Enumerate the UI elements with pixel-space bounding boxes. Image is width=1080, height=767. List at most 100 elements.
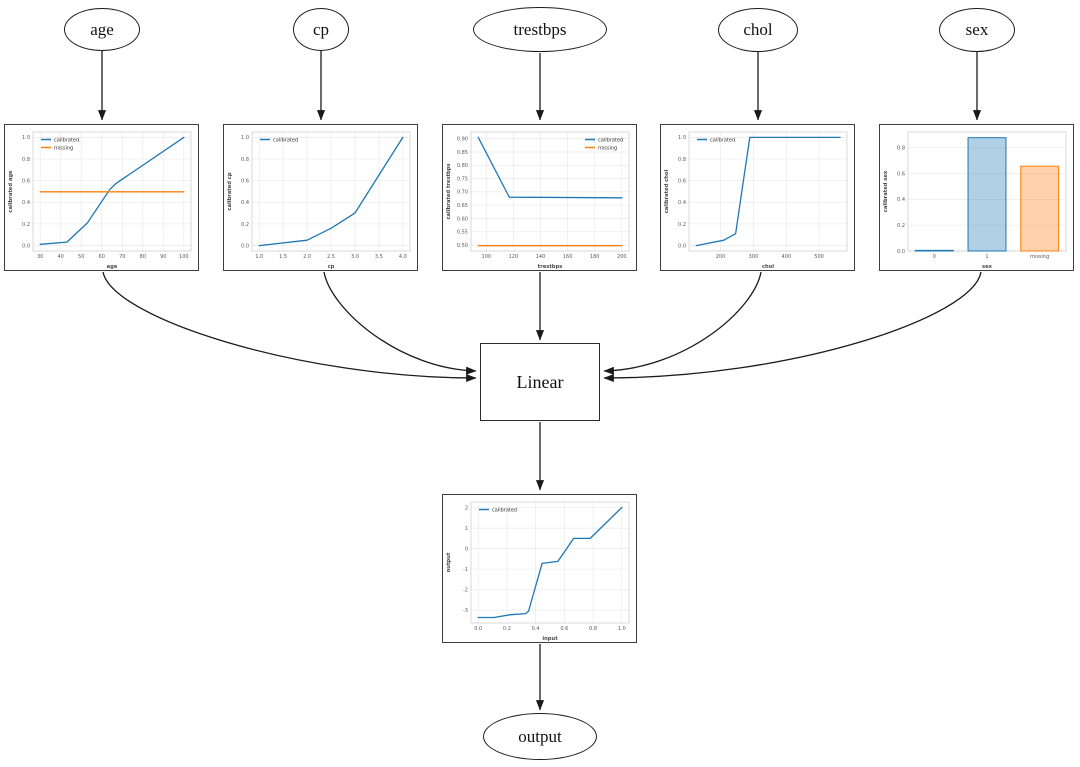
svg-text:0.55: 0.55	[457, 230, 468, 236]
svg-text:0.75: 0.75	[457, 176, 468, 182]
svg-text:180: 180	[590, 254, 600, 260]
svg-text:age: age	[107, 264, 118, 270]
svg-text:-2: -2	[463, 588, 468, 594]
node-sex: sex	[939, 8, 1015, 52]
svg-text:0.2: 0.2	[678, 222, 686, 228]
svg-text:1.0: 1.0	[255, 254, 263, 260]
svg-text:0.8: 0.8	[22, 157, 30, 163]
svg-text:0.70: 0.70	[457, 190, 468, 196]
svg-text:50: 50	[78, 254, 84, 260]
svg-text:3.0: 3.0	[351, 254, 359, 260]
svg-text:200: 200	[617, 254, 627, 260]
svg-text:2.5: 2.5	[327, 254, 335, 260]
svg-text:70: 70	[119, 254, 125, 260]
svg-text:missing: missing	[598, 145, 617, 151]
svg-text:4.0: 4.0	[399, 254, 407, 260]
node-output: output	[483, 713, 597, 760]
svg-text:0: 0	[933, 254, 936, 260]
svg-text:100: 100	[179, 254, 189, 260]
svg-text:0.2: 0.2	[22, 222, 30, 228]
svg-text:160: 160	[563, 254, 573, 260]
svg-text:100: 100	[482, 254, 492, 260]
svg-text:0.0: 0.0	[897, 249, 905, 255]
svg-text:300: 300	[749, 254, 759, 260]
svg-text:0: 0	[465, 546, 468, 552]
svg-text:1.0: 1.0	[618, 626, 626, 632]
svg-text:0.85: 0.85	[457, 150, 468, 156]
node-linear: Linear	[480, 343, 600, 421]
svg-text:80: 80	[140, 254, 146, 260]
svg-text:400: 400	[781, 254, 791, 260]
svg-text:0.90: 0.90	[457, 136, 468, 142]
svg-text:2: 2	[465, 505, 468, 511]
node-sex-label: sex	[965, 20, 989, 39]
svg-text:0.4: 0.4	[897, 197, 905, 203]
svg-text:0.2: 0.2	[897, 223, 905, 229]
svg-text:0.50: 0.50	[457, 243, 468, 249]
svg-text:120: 120	[509, 254, 519, 260]
svg-text:0.6: 0.6	[678, 178, 686, 184]
svg-text:0.6: 0.6	[560, 626, 568, 632]
svg-text:0.6: 0.6	[241, 178, 249, 184]
svg-text:calibrated: calibrated	[54, 137, 79, 143]
svg-text:-3: -3	[463, 608, 468, 614]
node-output-label: output	[518, 726, 562, 746]
node-age-label: age	[90, 19, 114, 39]
svg-text:0.2: 0.2	[503, 626, 511, 632]
svg-text:calibrated chol: calibrated chol	[664, 170, 670, 214]
svg-text:0.4: 0.4	[532, 626, 540, 632]
trestbps-calibrator-plot: 0.50 0.55 0.60 0.65 0.70 0.75 0.80 0.85 0.90 100 1…	[442, 124, 637, 271]
svg-text:calibrated: calibrated	[598, 137, 623, 143]
svg-text:sex: sex	[982, 264, 993, 270]
svg-text:0.4: 0.4	[22, 200, 30, 206]
svg-text:0.6: 0.6	[22, 178, 30, 184]
node-cp: cp	[293, 8, 349, 51]
svg-text:calibrated: calibrated	[273, 137, 298, 143]
node-linear-label: Linear	[516, 371, 564, 392]
svg-text:0.4: 0.4	[678, 200, 686, 206]
svg-text:0.65: 0.65	[457, 203, 468, 209]
svg-text:40: 40	[58, 254, 64, 260]
svg-text:0.4: 0.4	[241, 200, 249, 206]
svg-text:trestbps: trestbps	[538, 264, 563, 270]
svg-text:3.5: 3.5	[375, 254, 383, 260]
svg-text:60: 60	[99, 254, 105, 260]
svg-text:1.5: 1.5	[279, 254, 287, 260]
svg-text:0.8: 0.8	[678, 157, 686, 163]
svg-text:-1: -1	[463, 567, 468, 573]
svg-text:2.0: 2.0	[303, 254, 311, 260]
svg-text:calibrated trestbps: calibrated trestbps	[446, 163, 452, 219]
svg-text:0.6: 0.6	[897, 171, 905, 177]
svg-text:140: 140	[536, 254, 546, 260]
svg-text:0.2: 0.2	[241, 222, 249, 228]
svg-text:input: input	[542, 636, 558, 642]
node-age: age	[64, 8, 140, 51]
svg-text:0.60: 0.60	[457, 216, 468, 222]
svg-text:missing: missing	[54, 145, 73, 151]
svg-text:0.0: 0.0	[678, 243, 686, 249]
svg-text:1.0: 1.0	[22, 135, 30, 141]
svg-text:cp: cp	[328, 264, 335, 270]
svg-text:calibrated sex: calibrated sex	[883, 170, 889, 212]
svg-text:calibrated cp: calibrated cp	[227, 172, 233, 210]
svg-text:0.80: 0.80	[457, 163, 468, 169]
svg-text:500: 500	[814, 254, 824, 260]
svg-text:chol: chol	[762, 264, 774, 270]
svg-text:0.8: 0.8	[897, 146, 905, 152]
svg-text:0.8: 0.8	[241, 157, 249, 163]
svg-text:90: 90	[160, 254, 166, 260]
node-cp-label: cp	[312, 19, 330, 39]
node-trestbps-label: trestbps	[513, 19, 567, 39]
svg-text:1: 1	[465, 526, 468, 532]
svg-text:calibrated: calibrated	[710, 137, 735, 143]
